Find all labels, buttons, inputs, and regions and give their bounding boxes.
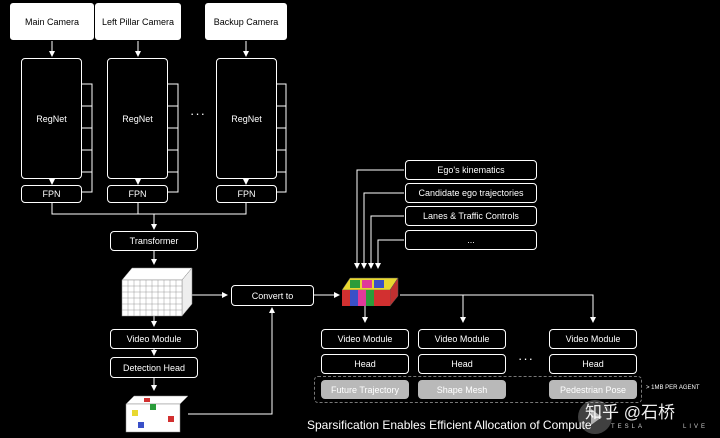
sparse-agent-block <box>341 277 399 307</box>
output-shape-mesh: Shape Mesh <box>418 380 506 399</box>
watermark: 知乎 @石桥 <box>585 403 675 422</box>
input-lanes-traffic: Lanes & Traffic Controls <box>405 206 537 226</box>
head-trajectory: Head <box>321 354 409 374</box>
input-more-label: ... <box>467 235 475 245</box>
regnet-main-label: RegNet <box>36 113 67 124</box>
transformer-label: Transformer <box>129 236 179 246</box>
video-module-left-label: Video Module <box>126 334 182 344</box>
input-more: ... <box>405 230 537 250</box>
regnet-main: RegNet <box>21 58 82 179</box>
budget-note: > 1MB PER AGENT <box>646 385 700 391</box>
output-future-trajectory-label: Future Trajectory <box>330 384 400 395</box>
caption: Sparsification Enables Efficient Allocat… <box>307 418 592 432</box>
head-ellipsis: ··· <box>518 351 534 366</box>
video-module-pedestrian: Video Module <box>549 329 637 349</box>
video-module-shape-label: Video Module <box>434 334 490 344</box>
camera-main-label: Main Camera <box>24 16 80 27</box>
brand-logo: TESLA <box>611 424 646 430</box>
input-ego-kinematics-label: Ego's kinematics <box>437 165 505 175</box>
live-logo: LIVE <box>683 424 709 430</box>
fpn-left-pillar-label: FPN <box>128 189 147 199</box>
fpn-left-pillar: FPN <box>107 185 168 203</box>
head-trajectory-label: Head <box>354 359 376 369</box>
head-pedestrian-label: Head <box>582 359 604 369</box>
camera-main: Main Camera <box>10 3 94 40</box>
convert-to-label: Convert to <box>251 290 294 301</box>
regnet-left-pillar-label: RegNet <box>122 113 153 124</box>
video-module-trajectory: Video Module <box>321 329 409 349</box>
output-pedestrian-pose: Pedestrian Pose <box>549 380 637 399</box>
input-ego-kinematics: Ego's kinematics <box>405 160 537 180</box>
input-lanes-traffic-label: Lanes & Traffic Controls <box>423 211 519 221</box>
regnet-left-pillar: RegNet <box>107 58 168 179</box>
video-module-shape: Video Module <box>418 329 506 349</box>
transformer: Transformer <box>110 231 198 251</box>
video-module-trajectory-label: Video Module <box>337 334 393 344</box>
outputs-group <box>314 376 642 403</box>
input-candidate-trajectories-label: Candidate ego trajectories <box>418 188 524 198</box>
camera-left-pillar: Left Pillar Camera <box>95 3 181 40</box>
play-icon[interactable] <box>578 400 612 434</box>
dense-feature-cube <box>121 267 193 317</box>
camera-backup: Backup Camera <box>205 3 287 40</box>
regnet-backup: RegNet <box>216 58 277 179</box>
sparse-detection-cube <box>125 395 189 433</box>
fpn-main-label: FPN <box>42 189 61 199</box>
output-future-trajectory: Future Trajectory <box>321 380 409 399</box>
input-candidate-trajectories: Candidate ego trajectories <box>405 183 537 203</box>
video-module-pedestrian-label: Video Module <box>565 334 621 344</box>
camera-left-pillar-label: Left Pillar Camera <box>101 16 175 27</box>
camera-backup-label: Backup Camera <box>213 16 279 27</box>
output-pedestrian-pose-label: Pedestrian Pose <box>559 384 627 395</box>
fpn-main: FPN <box>21 185 82 203</box>
head-pedestrian: Head <box>549 354 637 374</box>
head-shape-label: Head <box>451 359 473 369</box>
fpn-backup-label: FPN <box>237 189 256 199</box>
camera-ellipsis: ··· <box>190 106 206 121</box>
detection-head-label: Detection Head <box>122 362 186 373</box>
output-shape-mesh-label: Shape Mesh <box>436 384 488 395</box>
head-shape: Head <box>418 354 506 374</box>
detection-head: Detection Head <box>110 357 198 378</box>
regnet-backup-label: RegNet <box>231 113 262 124</box>
convert-to: Convert to <box>231 285 314 306</box>
video-module-left: Video Module <box>110 329 198 349</box>
fpn-backup: FPN <box>216 185 277 203</box>
